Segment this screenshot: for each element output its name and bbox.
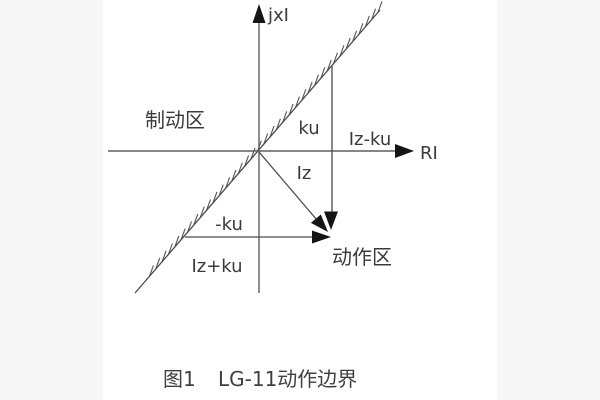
iz-minus-ku-label: Iz-ku [349,129,392,150]
x-axis-arrowhead-icon [395,144,414,158]
iz-arrowhead-icon [310,214,328,232]
hatching [148,1,383,277]
restraint-region-label: 制动区 [145,108,205,132]
y-axis-label: jxI [267,5,289,26]
ku-label: ku [298,118,319,139]
y-axis-arrowhead-icon [252,4,266,23]
figure-caption-number: 图1 [163,367,196,391]
figure-caption-title: LG-11动作边界 [218,367,357,391]
minus-ku-label: -ku [215,214,243,235]
iz-vector [258,151,318,221]
operate-region-label: 动作区 [332,245,392,269]
right-arrowhead-icon [312,230,331,244]
down-arrowhead-icon [324,211,338,230]
iz-plus-ku-label: Iz+ku [191,256,242,277]
x-axis-label: RI [420,143,438,164]
iz-label: Iz [297,163,312,184]
